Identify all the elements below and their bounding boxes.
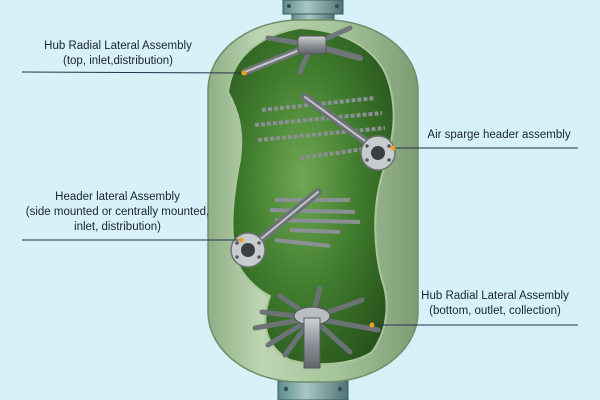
leader-line-air-sparge (390, 145, 578, 151)
label-hub-radial-bottom-title: Hub Radial Lateral Assembly (421, 290, 569, 302)
label-hub-radial-bottom: Hub Radial Lateral Assembly (bottom, out… (405, 289, 585, 319)
leader-line-hub-bottom (369, 322, 578, 328)
top-hub-radial-lateral-assembly (241, 25, 363, 76)
label-header-lateral-title: Header lateral Assembly (55, 191, 180, 203)
label-header-lateral-line2: (side mounted or centrally mounted, (25, 206, 210, 218)
label-header-lateral: Header lateral Assembly (side mounted or… (10, 190, 225, 235)
label-hub-radial-bottom-subtitle: (bottom, outlet, collection) (429, 305, 561, 317)
bottom-hub-radial-lateral-assembly (252, 285, 381, 369)
label-air-sparge: Air sparge header assembly (414, 128, 584, 143)
label-hub-radial-top-title: Hub Radial Lateral Assembly (44, 40, 192, 52)
label-air-sparge-title: Air sparge header assembly (427, 129, 571, 141)
leader-line-header-lateral (22, 237, 244, 243)
leader-line-hub-top (21, 70, 247, 76)
label-header-lateral-line3: inlet, distribution) (74, 221, 161, 233)
air-sparge-header-assembly (254, 93, 396, 171)
label-hub-radial-top-subtitle: (top, inlet,distribution) (63, 55, 173, 67)
label-hub-radial-top: Hub Radial Lateral Assembly (top, inlet,… (18, 39, 218, 69)
